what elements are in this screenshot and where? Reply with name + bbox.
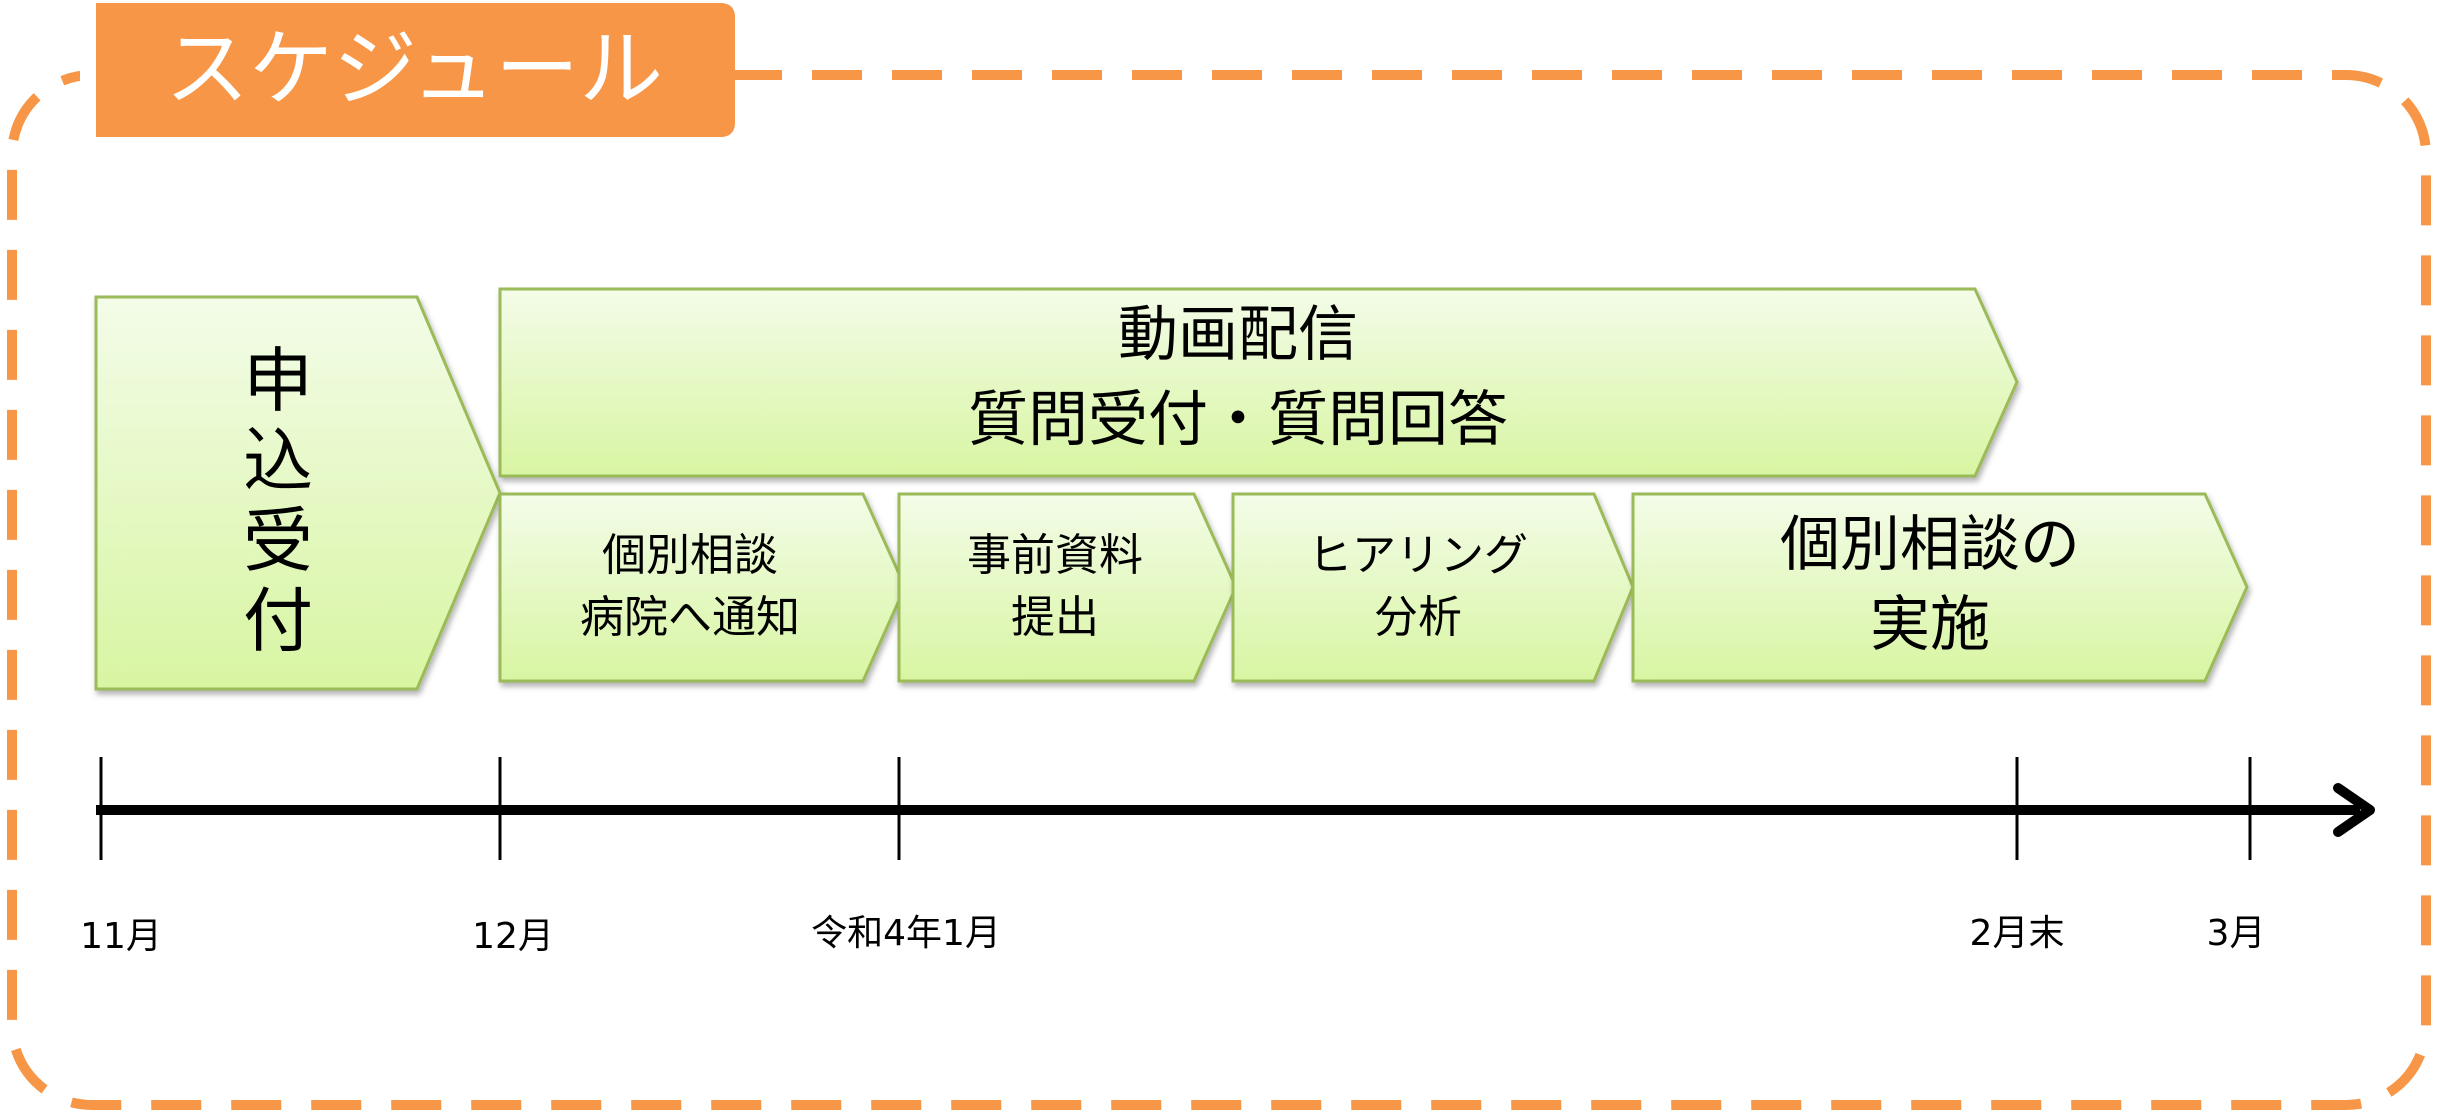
phase-materials: 事前資料 提出	[897, 492, 1238, 683]
phase-materials-line2: 提出	[1011, 592, 1099, 643]
phase-application-char: 付	[243, 580, 313, 662]
phase-notify: 個別相談 病院へ通知	[498, 492, 907, 683]
phase-consult: 個別相談の 実施	[1631, 492, 2249, 683]
phase-video-line2: 質問受付・質問回答	[968, 385, 1508, 455]
phase-notify-line1: 個別相談	[602, 530, 778, 581]
phase-video: 動画配信 質問受付・質問回答	[498, 287, 2019, 478]
axis-label: 2月末	[1970, 913, 2065, 954]
axis-label: 12月	[472, 916, 554, 957]
axis-arrowhead	[2333, 783, 2375, 837]
phase-hearing: ヒアリング 分析	[1231, 492, 1635, 683]
phase-application: 申 込 受 付	[94, 295, 502, 691]
phase-application-char: 込	[243, 420, 313, 502]
phase-hearing-line2: 分析	[1374, 592, 1462, 643]
timeline-axis: 11月 12月 令和4年1月 2月末 3月	[80, 757, 2375, 957]
phase-notify-line2: 病院へ通知	[580, 592, 800, 643]
axis-label: 3月	[2207, 913, 2266, 954]
phase-application-char: 申	[243, 340, 313, 422]
phase-consult-line2: 実施	[1870, 590, 1990, 660]
phase-hearing-line1: ヒアリング	[1308, 530, 1528, 581]
title-tab: スケジュール	[80, 3, 735, 140]
phase-application-char: 受	[243, 500, 313, 582]
axis-label: 令和4年1月	[811, 913, 1001, 954]
title-text: スケジュール	[165, 20, 663, 118]
dashed-frame	[7, 70, 2431, 1110]
phase-materials-line1: 事前資料	[967, 530, 1143, 581]
phase-consult-line1: 個別相談の	[1780, 510, 2080, 580]
axis-label: 11月	[80, 916, 162, 957]
phase-video-line1: 動画配信	[1118, 300, 1358, 370]
